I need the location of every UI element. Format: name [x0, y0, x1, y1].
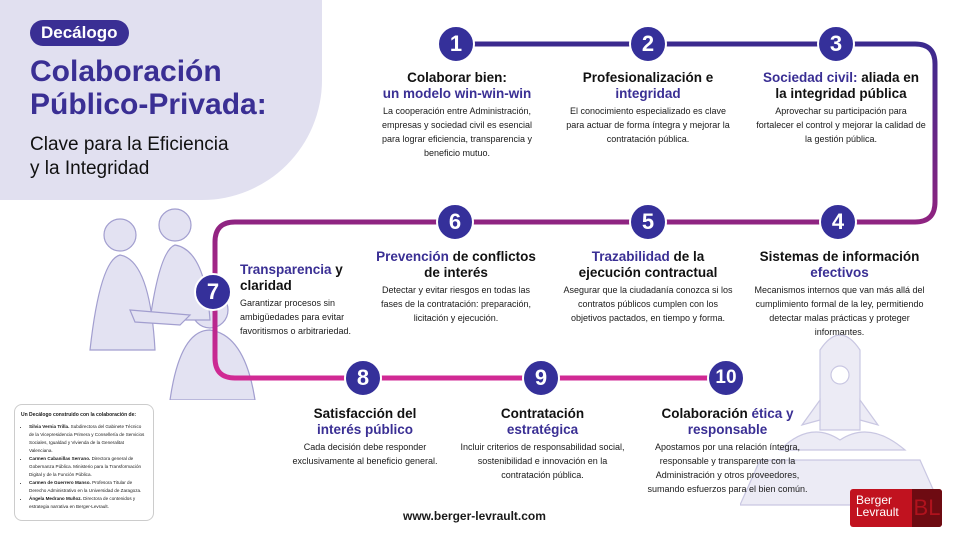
step-text: La cooperación entre Administración, emp… [381, 106, 533, 158]
path-line [212, 41, 938, 381]
step-number-7: 7 [194, 273, 232, 311]
step-number-9: 9 [522, 359, 560, 397]
step-title: Profesionalización e [582, 70, 714, 85]
step-title-highlight: interés público [316, 422, 414, 437]
step-5: Trazabilidad de la ejecución contractual… [560, 249, 736, 325]
website-link[interactable]: www.berger-levrault.com [403, 509, 546, 523]
berger-levrault-logo: Berger Levrault BL [850, 489, 942, 527]
step-title-highlight: efectivos [810, 265, 869, 280]
logo-line-1: Berger [856, 493, 893, 507]
step-number-1: 1 [437, 25, 475, 63]
step-number-4: 4 [819, 203, 857, 241]
step-number-8: 8 [344, 359, 382, 397]
collaborator-role: Directora de contenidos y estrategia nar… [29, 496, 136, 509]
title-line-2: Público-Privada: [30, 88, 267, 121]
step-number-6: 6 [436, 203, 474, 241]
collaborator: Ángela Medrano Muñoz. Directora de conte… [29, 495, 147, 511]
collaborators-heading: Un Decálogo construido con la colaboraci… [21, 412, 137, 418]
step-title-highlight: Trazabilidad [591, 249, 670, 264]
collaborator-name: Ángela Medrano Muñoz. [29, 496, 82, 501]
step-title-highlight: ética y [751, 406, 794, 421]
step-number-10: 10 [707, 359, 745, 397]
step-title-highlight: responsable [687, 422, 768, 437]
step-title-highlight: Transparencia [240, 262, 332, 277]
step-text: El conocimiento especializado es clave p… [566, 106, 730, 144]
collaborator-name: Carmen Cabanillas Serrano. [29, 456, 91, 461]
step-title-highlight: integridad [615, 86, 681, 101]
step-number-5: 5 [629, 203, 667, 241]
collaborator: Silvia Vernia Trilla. Subdirectora del G… [29, 423, 147, 455]
collaborator-name: Carmen de Guerrero Manso. [29, 480, 91, 485]
step-title: Colaboración [661, 406, 752, 421]
decalogo-badge: Decálogo [30, 20, 129, 46]
step-title: Contratación [500, 406, 585, 421]
subtitle-line-2: y la Integridad [30, 158, 150, 179]
step-title: Satisfacción del [313, 406, 417, 421]
step-3: Sociedad civil: aliada en la integridad … [756, 70, 926, 146]
collaborators-box: Un Decálogo construido con la colaboraci… [14, 404, 154, 521]
collaborator-name: Silvia Vernia Trilla. [29, 424, 70, 429]
collaborator-role: Subdirectora del Gabinete Técnico de la … [29, 424, 145, 453]
step-text: Aprovechar su participación para fortale… [756, 106, 926, 144]
step-text: Incluir criterios de responsabilidad soc… [460, 442, 625, 480]
step-text: Apostamos por una relación íntegra, resp… [647, 442, 808, 494]
step-7: Transparencia y claridad Garantizar proc… [240, 262, 365, 338]
title-line-1: Colaboración [30, 55, 222, 88]
step-title-highlight: Prevención [376, 249, 449, 264]
step-title-highlight: Sociedad civil: [762, 70, 858, 85]
step-text: Detectar y evitar riesgos en todas las f… [380, 285, 532, 323]
step-text: Cada decisión debe responder exclusivame… [292, 442, 438, 466]
step-6: Prevención de conflictos de interés Dete… [376, 249, 536, 325]
collaborator-role: Profesora Titular de Derecho Administrat… [29, 480, 142, 493]
step-title-highlight: un modelo win-win-win [382, 86, 532, 101]
step-title-highlight: estratégica [506, 422, 579, 437]
logo-mark: BL [912, 489, 942, 527]
collaborator: Carmen de Guerrero Manso. Profesora Titu… [29, 479, 147, 495]
logo-line-2: Levrault [856, 505, 899, 519]
page-subtitle: Clave para la Eficiencia y la Integridad [30, 133, 229, 181]
step-text: Garantizar procesos sin ambigüedades par… [240, 298, 352, 336]
step-title: y claridad [240, 262, 343, 293]
step-1: Colaborar bien:un modelo win-win-win La … [372, 70, 542, 160]
step-title: Sistemas de información [759, 249, 920, 264]
collaborator: Carmen Cabanillas Serrano. Directora gen… [29, 455, 147, 479]
step-number-2: 2 [629, 25, 667, 63]
step-title: aliada en la integridad pública [775, 70, 920, 101]
people-illustration [89, 208, 256, 400]
step-title: Colaborar bien: [407, 70, 507, 85]
subtitle-line-1: Clave para la Eficiencia [30, 134, 229, 155]
collaborator-role: Directora general de Gobernanza Pública.… [29, 456, 142, 477]
step-title: de la ejecución contractual [578, 249, 718, 280]
step-text: Asegurar que la ciudadanía conozca si lo… [563, 285, 733, 323]
step-number-3: 3 [817, 25, 855, 63]
step-text: Mecanismos internos que van más allá del… [754, 285, 925, 337]
step-title: de conflictos de interés [424, 249, 536, 280]
